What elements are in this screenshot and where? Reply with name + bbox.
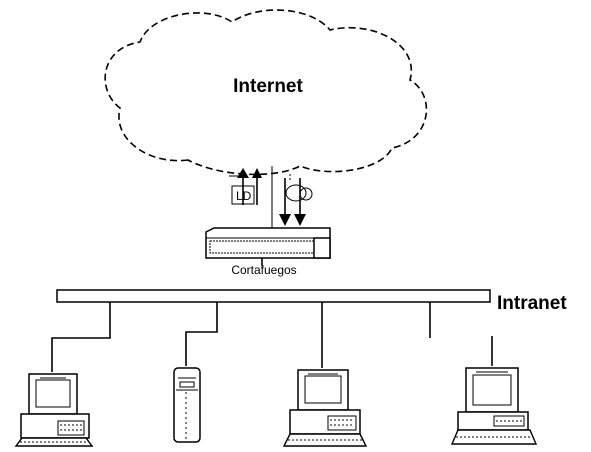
desktop-computer-icon (14, 373, 94, 447)
intranet-bus (56, 289, 491, 303)
workstation-icon (450, 367, 538, 445)
tower-server (173, 367, 201, 443)
firewall-device: Cortafuegos (205, 227, 331, 277)
firewall-label: Cortafuegos (231, 263, 296, 277)
intranet-label: Intranet (497, 293, 567, 314)
bus-drop-lines (51, 302, 493, 372)
workstation (450, 367, 538, 445)
traffic-out-icon (271, 166, 313, 228)
svg-text:LD: LD (236, 189, 252, 203)
desktop-computer-2 (282, 369, 368, 447)
internet-cloud: Internet (104, 9, 428, 176)
internet-label: Internet (233, 76, 303, 97)
desktop-computer-icon (282, 369, 368, 447)
traffic-in-icon: LD (229, 168, 262, 205)
tower-server-icon (173, 367, 201, 443)
cloud-icon (104, 9, 428, 176)
desktop-computer-1 (14, 373, 94, 447)
